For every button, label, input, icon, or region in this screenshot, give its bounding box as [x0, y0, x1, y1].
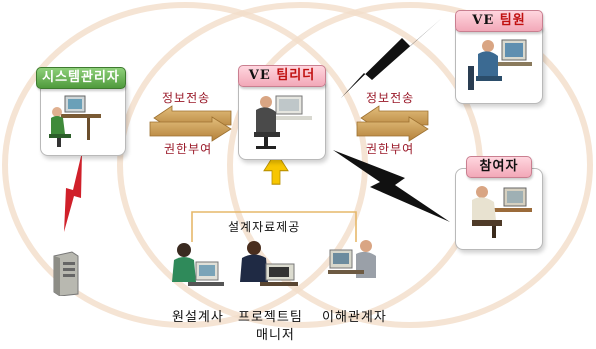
left-permission-label: 권한부여: [164, 142, 213, 156]
stakeholder-figure: [328, 240, 376, 278]
left-info-transfer-label: 정보전송: [162, 91, 211, 105]
team-tag: VE 팀원: [455, 10, 543, 32]
lightning-bolt-top: [341, 18, 442, 98]
project-manager-figure: [240, 241, 298, 286]
leader-prefix: VE: [248, 68, 271, 83]
project-manager-label-line1: 프로젝트팀: [238, 310, 303, 325]
lightning-bolt-red: [64, 152, 82, 232]
supply-bracket: [191, 211, 357, 242]
team-prefix: VE: [472, 13, 495, 28]
up-arrow: [263, 150, 289, 185]
leader-label: 팀리더: [276, 68, 316, 83]
leader-figure: [254, 95, 312, 149]
right-permission-label: 권한부여: [366, 142, 415, 156]
arrow-permission-to-team: [356, 116, 429, 142]
lightning-bolt-middle: [333, 150, 450, 222]
design-data-supply-label: 설계자료제공: [228, 220, 301, 234]
participant-tag: 참여자: [466, 156, 532, 178]
project-manager-label-line2: 매니저: [256, 328, 295, 343]
team-label: 팀원: [499, 13, 526, 28]
server-icon: [53, 251, 79, 296]
right-info-transfer-label: 정보전송: [366, 91, 415, 105]
sysadmin-label: 시스템관리자: [42, 70, 120, 85]
team-figure: [468, 39, 532, 90]
ring-right: [227, 2, 593, 328]
designer-label: 원설계사: [172, 310, 224, 325]
stakeholder-label: 이해관계자: [322, 310, 387, 325]
arrow-permission-to-leader: [149, 116, 232, 142]
designer-figure: [172, 243, 224, 286]
participant-label: 참여자: [479, 159, 519, 174]
leader-tag: VE 팀리더: [238, 65, 326, 87]
sysadmin-figure: [49, 95, 101, 147]
participant-figure: [472, 186, 532, 238]
sysadmin-tag: 시스템관리자: [36, 67, 126, 89]
